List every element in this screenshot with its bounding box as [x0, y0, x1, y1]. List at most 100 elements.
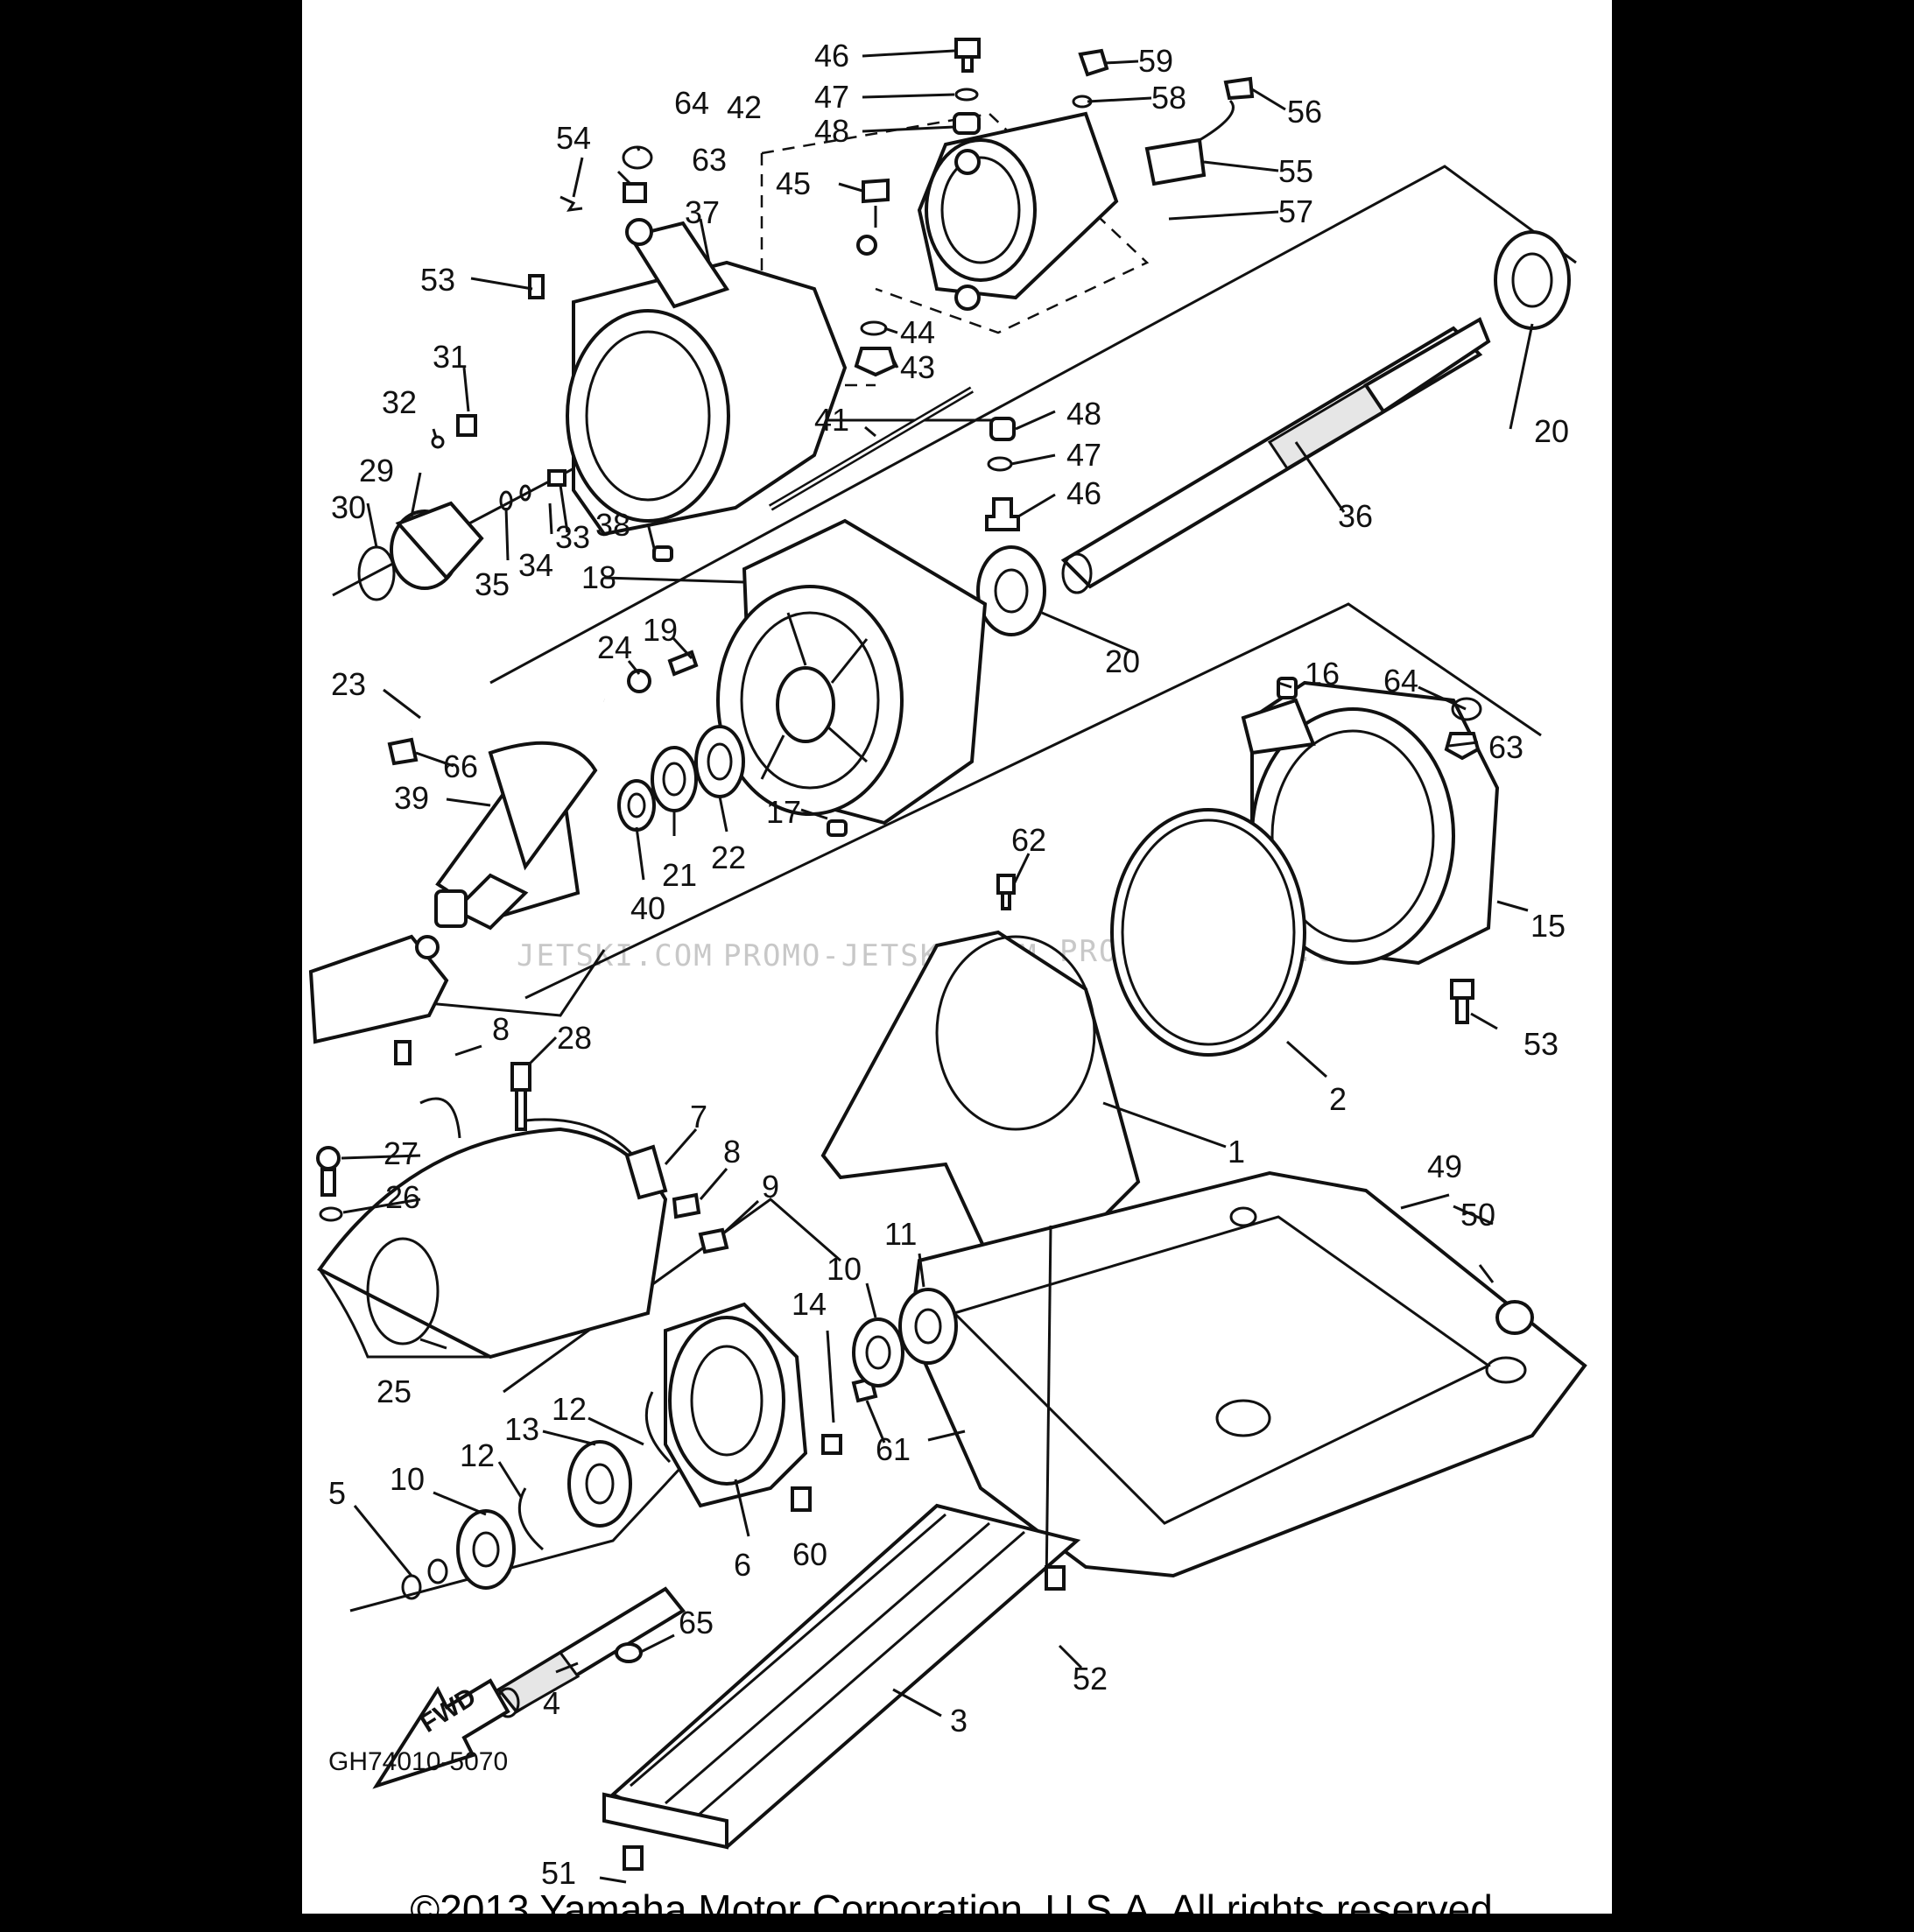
callout-41: 41: [814, 402, 849, 438]
callout-17: 17: [766, 794, 801, 830]
pump-housing-18: [716, 518, 988, 825]
cover-29: [357, 414, 673, 601]
callout-1: 1: [1228, 1134, 1245, 1170]
callout-46: 46: [814, 38, 849, 74]
nozzle-housing-37: [566, 218, 848, 537]
callout-24: 24: [597, 629, 632, 665]
callout-33: 33: [555, 519, 590, 555]
callout-40: 40: [630, 890, 665, 926]
callout-10b: 10: [390, 1461, 425, 1497]
callout-12b: 12: [460, 1437, 495, 1473]
callout-32: 32: [382, 384, 417, 420]
hardware-46-48: [985, 417, 1020, 531]
callout-49: 49: [1427, 1149, 1462, 1184]
callout-35: 35: [475, 566, 510, 602]
part-code: GH74010-5070: [328, 1747, 508, 1776]
bearings-21-22-40: [617, 725, 848, 837]
callout-66: 66: [443, 748, 478, 784]
callout-21: 21: [662, 857, 697, 893]
callout-7: 7: [690, 1099, 707, 1135]
top-hardware: [528, 38, 1255, 377]
callout-62: 62: [1011, 822, 1046, 858]
callout-39: 39: [394, 780, 429, 816]
callout-11: 11: [884, 1216, 917, 1252]
callout-20a: 20: [1534, 413, 1569, 449]
callout-29: 29: [359, 453, 394, 488]
callout-16: 16: [1305, 656, 1340, 692]
bearing-housing-6: [664, 1302, 878, 1512]
callout-6: 6: [734, 1547, 751, 1583]
callout-65: 65: [679, 1605, 714, 1640]
callout-14: 14: [792, 1286, 827, 1322]
callout-64: 64: [674, 85, 709, 121]
callout-60: 60: [792, 1536, 827, 1572]
callout-56: 56: [1287, 94, 1322, 130]
callout-61: 61: [876, 1431, 911, 1467]
callout-3: 3: [950, 1703, 968, 1739]
callout-15: 15: [1530, 908, 1566, 944]
callout-25: 25: [376, 1373, 412, 1409]
callout-labels: 46 47 48 42 64 54 63 37 53 45 44 43 59 5…: [328, 38, 1569, 1891]
callout-57: 57: [1278, 193, 1313, 229]
callout-50: 50: [1460, 1197, 1495, 1233]
callout-10a: 10: [827, 1251, 862, 1287]
callout-22: 22: [711, 840, 746, 875]
callout-18: 18: [581, 559, 616, 595]
intake-plate-49: [908, 1170, 1587, 1578]
grate-3: [602, 1503, 1081, 1871]
callout-45: 45: [776, 165, 811, 201]
callout-46b: 46: [1066, 475, 1101, 511]
leader-lines: [341, 49, 1534, 1884]
callout-53: 53: [420, 262, 455, 298]
callout-63: 63: [692, 142, 727, 178]
bearings-10-11-13: [401, 1288, 958, 1600]
seal-ring-2: [1110, 808, 1306, 1057]
callout-2: 2: [1329, 1081, 1347, 1117]
callout-8b: 8: [723, 1134, 741, 1170]
callout-48b: 48: [1066, 396, 1101, 432]
copyright-notice: ©2013 Yamaha Motor Corporation, U.S.A. A…: [410, 1886, 1504, 1932]
callout-13: 13: [504, 1411, 539, 1447]
callout-37: 37: [685, 194, 720, 230]
callout-44: 44: [900, 314, 935, 350]
bearing-20: [976, 230, 1571, 636]
callout-30: 30: [331, 489, 366, 525]
callout-59: 59: [1138, 43, 1173, 79]
callout-9: 9: [762, 1169, 779, 1205]
callout-53b: 53: [1523, 1026, 1559, 1062]
fwd-arrow: FWD: [372, 1678, 510, 1789]
callout-31: 31: [433, 339, 468, 375]
callout-20b: 20: [1105, 643, 1140, 679]
callout-38: 38: [595, 507, 630, 543]
callout-55: 55: [1278, 153, 1313, 189]
callout-8a: 8: [492, 1011, 510, 1047]
callout-63b: 63: [1488, 729, 1523, 765]
callout-23: 23: [331, 666, 366, 702]
callout-36: 36: [1338, 498, 1373, 534]
callout-42: 42: [727, 89, 762, 125]
callout-47: 47: [814, 79, 849, 115]
callout-48: 48: [814, 113, 849, 149]
callout-64b: 64: [1383, 663, 1418, 699]
callout-26: 26: [385, 1179, 420, 1215]
callout-58: 58: [1151, 80, 1186, 116]
callout-19: 19: [643, 612, 678, 648]
callout-12a: 12: [552, 1391, 587, 1427]
callout-4: 4: [543, 1685, 560, 1721]
shaft-4: [496, 1586, 686, 1718]
fittings-28: [510, 1062, 729, 1254]
hull-fragment: [308, 934, 449, 1065]
callout-47b: 47: [1066, 437, 1101, 473]
callout-27: 27: [384, 1135, 419, 1171]
callout-43: 43: [900, 349, 935, 385]
callout-54: 54: [556, 120, 591, 156]
callout-28: 28: [557, 1020, 592, 1056]
callout-52: 52: [1073, 1661, 1108, 1697]
callout-34: 34: [518, 547, 553, 583]
callout-5: 5: [328, 1475, 346, 1511]
impeller-39: [434, 741, 598, 931]
callout-51: 51: [541, 1855, 576, 1891]
cover-25: [316, 1097, 668, 1359]
steering-nozzle-42: [917, 111, 1119, 311]
